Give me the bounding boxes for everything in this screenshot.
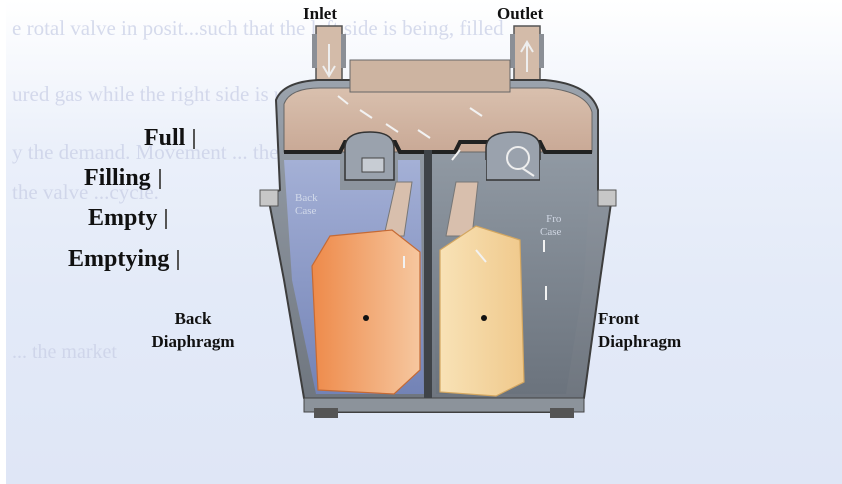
inlet-label: Inlet [303, 4, 337, 24]
front-case-label-line: Case [540, 226, 561, 239]
back-case-label: Back Case [295, 192, 318, 218]
front-valve [486, 132, 540, 180]
legend-label: Filling [84, 165, 151, 192]
front-case-label: Fro Case [540, 213, 561, 239]
front-diaphragm-filling [440, 226, 524, 396]
central-divider [424, 150, 432, 398]
back-case-label-line: Back [295, 192, 318, 205]
front-diaphragm-pivot [481, 315, 487, 321]
front-diaphragm-label-line: Diaphragm [598, 330, 718, 353]
legend-swatch [193, 129, 195, 149]
back-diaphragm-label: Back Diaphragm [133, 307, 253, 353]
outlet-label: Outlet [497, 4, 543, 24]
back-case-label-line: Case [295, 205, 318, 218]
back-diaphragm-label-line: Back [133, 307, 253, 330]
front-case-label-line: Fro [540, 213, 561, 226]
back-valve [345, 132, 394, 180]
legend-label: Emptying [68, 246, 169, 273]
front-diaphragm-label-line: Front [598, 307, 718, 330]
legend-label: Full [144, 125, 185, 152]
back-diaphragm-label-line: Diaphragm [133, 330, 253, 353]
back-diaphragm-full [312, 230, 420, 394]
front-diaphragm-label: Front Diaphragm [598, 307, 718, 353]
top-valve-chamber [284, 88, 592, 152]
legend-swatch [177, 250, 179, 270]
back-diaphragm-pivot [363, 315, 369, 321]
valve-cover [350, 60, 510, 92]
legend-swatch [159, 169, 161, 189]
legend-swatch [165, 209, 167, 229]
legend-label: Empty [88, 205, 157, 232]
